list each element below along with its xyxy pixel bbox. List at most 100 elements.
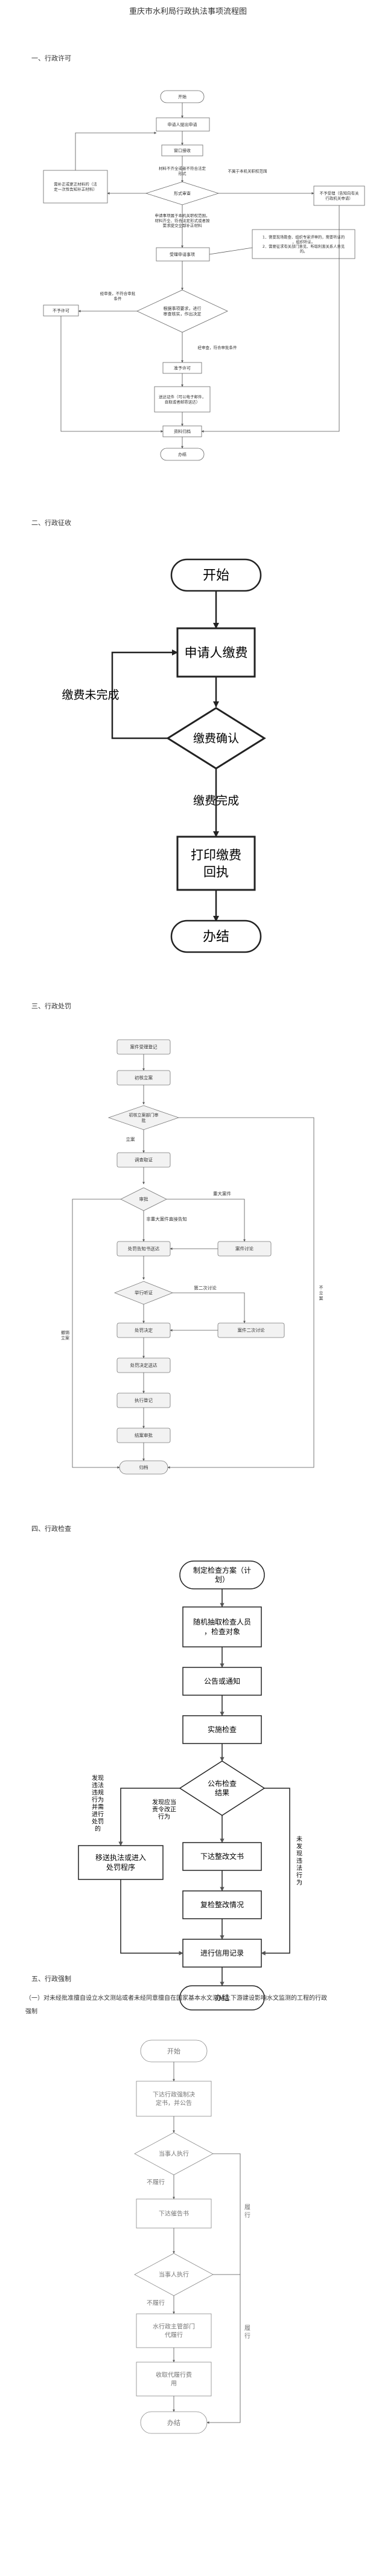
penalty-discuss-label: 案件讨论 <box>235 1246 253 1252</box>
inspect-rectify-label: 发现应当责令改正行为 <box>152 1798 176 1821</box>
penalty-filed-label: 立案 <box>126 1136 135 1142</box>
inspect-plan-label: 制定检查方案（计划） <box>193 1566 251 1584</box>
page-title: 重庆市水利局行政执法事项流程图 <box>129 7 247 16</box>
inspect-order-label: 下达整改文书 <box>200 1852 244 1861</box>
arrow <box>167 1199 246 1242</box>
section-heading-5: 五、行政强制 <box>31 1974 71 1983</box>
penalty-discuss2-label: 案件二次讨论 <box>238 1327 265 1333</box>
license-notes-box <box>252 229 355 259</box>
inspect-recheck-box <box>182 1890 262 1919</box>
inspect-draw-label: 随机抽取检查人员，检查对象 <box>193 1617 251 1636</box>
license-apply-box <box>156 117 210 132</box>
connector <box>209 247 253 255</box>
penalty-decision-label: 处罚决定 <box>135 1327 153 1333</box>
section-heading-4: 四、行政检查 <box>31 1524 71 1533</box>
penalty-dismiss-label: 撤销立案 <box>61 1330 69 1341</box>
license-not-grant-text: 不予许可 <box>53 308 69 313</box>
coercion-fee-label: 收取代履行费用 <box>156 2371 192 2388</box>
license-window-label: 窗口接收 <box>174 147 191 153</box>
coercion-agency-box <box>136 2313 212 2348</box>
penalty-approve-label: 审批 <box>139 1196 148 1202</box>
license-notes-text: 1．需要现场勘查、组织专家评审的，需要听证的，组织听证。2．需要征求有关部门意见… <box>263 234 345 254</box>
arrow <box>201 205 340 433</box>
license-not-accept-box <box>313 185 365 206</box>
license-accept-label: 形式审查 <box>174 190 191 196</box>
penalty-leader-label: 初核立案部门审批 <box>129 1112 159 1123</box>
levy-done-label: 缴费完成 <box>193 794 239 808</box>
license-review-label: 根据事项要求，进行审查核实，作出决定 <box>164 306 202 317</box>
penalty-hearing-label: 举行听证 <box>135 1290 153 1296</box>
arrow <box>118 1788 180 1846</box>
coercion-not-exec1-label: 不履行 <box>147 2178 165 2186</box>
levy-print-box <box>176 836 256 891</box>
coercion-decision-box <box>136 2081 212 2117</box>
inspect-illegal-left-label: 发现违法违规行为并需进行处罚的 <box>92 1774 104 1833</box>
coercion-exec1-label: 履行 <box>244 2204 250 2219</box>
arrow <box>261 1788 290 1956</box>
arrow <box>120 1879 183 1956</box>
license-end <box>160 448 205 461</box>
coercion-decision-label: 下达行政强制决定书，并公告 <box>153 2091 195 2107</box>
license-not-grant-label: 经审查，不符合审批条件 <box>100 291 136 301</box>
arrow <box>111 649 178 739</box>
inspect-publish-label: 公布检查结果 <box>208 1779 237 1797</box>
penalty-no-case-label: 不立案 <box>319 1285 323 1301</box>
license-supplement-box <box>43 170 108 204</box>
license-apply-label: 申请人提出申请 <box>168 121 197 127</box>
penalty-second-label: 第二次讨论 <box>194 1285 217 1291</box>
inspect-announce-box <box>182 1667 262 1696</box>
levy-print-label: 打印缴费回执 <box>191 848 241 879</box>
arrow <box>167 1117 314 1469</box>
levy-pay-label: 申请人缴费 <box>185 645 248 660</box>
levy-end-label: 办结 <box>203 930 229 945</box>
license-not-accept-label: 不属于本机关职权范围 <box>228 168 267 173</box>
penalty-register-label: 案件受理登记 <box>130 1044 158 1050</box>
inspect-implement-box <box>182 1715 262 1744</box>
penalty-preliminary-label: 初核立案 <box>135 1075 153 1081</box>
inspect-implement-label: 实施检查 <box>208 1725 237 1734</box>
inspect-end-label: 办结 <box>215 1993 229 2002</box>
penalty-execute-label: 执行登记 <box>135 1397 153 1403</box>
coercion-agency-label: 水行政主管部门代履行 <box>153 2323 195 2339</box>
penalty-notice-label: 处罚告知书送达 <box>128 1246 160 1252</box>
penalty-closing-label: 结案审批 <box>135 1432 153 1438</box>
levy-unfinished-label: 缴费未完成 <box>62 689 119 702</box>
coercion-start-label: 开始 <box>167 2047 180 2055</box>
arrow <box>60 316 164 433</box>
levy-end <box>170 919 262 953</box>
penalty-major-label: 重大案件 <box>213 1191 231 1197</box>
arrow <box>206 2153 241 2424</box>
penalty-non-major-label: 非重大案件直接告知 <box>146 1216 187 1222</box>
coercion-party2-label: 当事人执行 <box>159 2271 189 2279</box>
coercion-urge-box <box>136 2198 212 2229</box>
coercion-urge-label: 下达催告书 <box>159 2210 189 2218</box>
section-heading-2: 二、行政征收 <box>31 518 71 527</box>
license-end-label: 办结 <box>178 451 186 457</box>
license-grant-label: 经审查，符合审批条件 <box>198 344 238 350</box>
license-deliver-box <box>154 386 211 413</box>
levy-confirm-label: 缴费确认 <box>193 732 239 745</box>
license-archive-text: 资料归档 <box>174 428 191 434</box>
section-heading-3: 三、行政处罚 <box>31 1002 71 1010</box>
inspect-no-issue-label: 未发现违法行为 <box>296 1836 302 1887</box>
inspect-announce-label: 公告或通知 <box>204 1677 240 1686</box>
inspect-order-box <box>182 1842 262 1871</box>
penalty-archive-label: 归档 <box>139 1464 148 1470</box>
inspect-draw-box <box>182 1606 262 1647</box>
inspect-recheck-label: 复检整改情况 <box>200 1900 244 1909</box>
arrow <box>75 132 157 170</box>
coercion-party1-label: 当事人执行 <box>159 2150 189 2158</box>
section-heading-1: 一、行政许可 <box>31 54 71 62</box>
coercion-exec2-label: 履行 <box>244 2325 250 2340</box>
license-not-accept-text: 不予受理（告知向有关行政机关申请） <box>320 190 360 201</box>
inspect-transfer-box <box>78 1845 164 1880</box>
license-needs-supp-label: 材料不齐全或者不符合法定形式 <box>159 166 206 176</box>
license-grant-text: 准予许可 <box>174 365 191 370</box>
coercion-intro: （一）对未经批准擅自设立水文测站或者未经同意擅自在国家基本水文测站上下游建设影响… <box>25 1994 327 2015</box>
coercion-fee-box <box>136 2362 212 2397</box>
inspect-end <box>179 1985 265 2011</box>
penalty-investigate-label: 调查取证 <box>135 1157 153 1163</box>
coercion-not-exec2-label: 不履行 <box>147 2299 165 2307</box>
arrow <box>173 1292 246 1324</box>
license-accept-text: 受理申请事项 <box>170 251 195 257</box>
